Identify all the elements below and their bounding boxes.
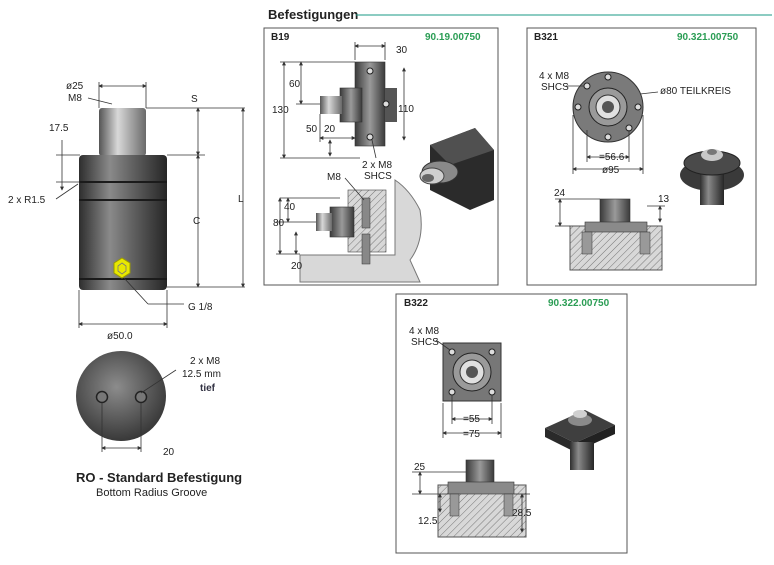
b19-dim-40: 40 [284, 202, 296, 213]
b322-dim-285: 28.5 [512, 508, 532, 519]
depth-word: tief [200, 383, 216, 394]
b322-screws-count: 4 x M8 [409, 326, 439, 337]
dim-port-thread: G 1/8 [188, 302, 213, 313]
b19-dim-50: 50 [306, 124, 318, 135]
b322-3d-view [545, 410, 615, 470]
b19-dim-110: 110 [398, 104, 414, 115]
b321-dim-566: =56.6 [599, 152, 625, 163]
b19-screws-count: 2 x M8 [362, 160, 392, 171]
dim-stroke: S [191, 94, 198, 105]
panel-b321-code: 90.321.00750 [677, 32, 739, 43]
caption-title: RO - Standard Befestigung [76, 470, 242, 485]
piston-rod [99, 108, 146, 156]
panel-b19-id: B19 [271, 32, 290, 43]
b19-dim-60: 60 [289, 79, 301, 90]
b322-dim-25: 25 [414, 462, 426, 473]
b321-pitch-circle: ø80 TEILKREIS [660, 86, 731, 97]
b19-thread-m8: M8 [327, 172, 341, 183]
port-fitting-icon [113, 257, 131, 279]
b19-3d-view [419, 128, 494, 210]
b19-dim-20b: 20 [291, 261, 303, 272]
cylinder-side-view [79, 108, 167, 290]
b321-dim-95: ø95 [602, 165, 620, 176]
caption-subtitle: Bottom Radius Groove [96, 487, 207, 499]
b321-dim-24: 24 [554, 188, 566, 199]
b19-dim-130: 130 [272, 105, 289, 116]
b19-screws-type: SHCS [364, 171, 392, 182]
section-title: Befestigungen [268, 7, 358, 22]
b322-dim-75: =75 [463, 429, 480, 440]
panel-b322-code: 90.322.00750 [548, 298, 610, 309]
b19-dim-80: 80 [273, 218, 285, 229]
dim-body-diameter: ø50.0 [107, 331, 133, 342]
bottom-disc [76, 351, 166, 441]
b19-dim-30: 30 [396, 45, 408, 56]
panel-b322: B322 90.322.00750 4 x M8 SHCS =55 =75 [395, 293, 628, 554]
b321-dim-13: 13 [658, 194, 670, 205]
dim-body-length: C [193, 216, 200, 227]
cylinder-body [79, 155, 167, 290]
dim-rod-thread: M8 [68, 93, 82, 104]
dim-groove-offset: 17.5 [49, 123, 69, 134]
b322-dim-125: 12.5 [418, 516, 438, 527]
panel-b321: B321 90.321.00750 4 x M8 SHCS ø80 TEILKR… [526, 27, 757, 286]
dim-total-length: L [238, 194, 244, 205]
thread-label: 2 x M8 [190, 356, 220, 367]
b321-screws-type: SHCS [541, 82, 569, 93]
dim-groove-radius: 2 x R1.5 [8, 195, 46, 206]
dim-hole-spacing: 20 [163, 447, 175, 458]
b321-screws-count: 4 x M8 [539, 71, 569, 82]
depth-label: 12.5 mm [182, 369, 221, 380]
b19-section-fixture [299, 179, 422, 283]
b322-dim-55: =55 [463, 414, 480, 425]
b321-3d-view [680, 149, 744, 205]
panel-b19-code: 90.19.00750 [425, 32, 481, 43]
dim-rod-diameter: ø25 [66, 81, 84, 92]
cylinder-bottom-view [76, 351, 166, 441]
b19-dim-20a: 20 [324, 124, 336, 135]
panel-b321-id: B321 [534, 32, 558, 43]
panel-b322-id: B322 [404, 298, 428, 309]
b322-screws-type: SHCS [411, 337, 439, 348]
panel-b19: B19 90.19.00750 30 130 60 110 50 20 2 x … [263, 27, 499, 286]
